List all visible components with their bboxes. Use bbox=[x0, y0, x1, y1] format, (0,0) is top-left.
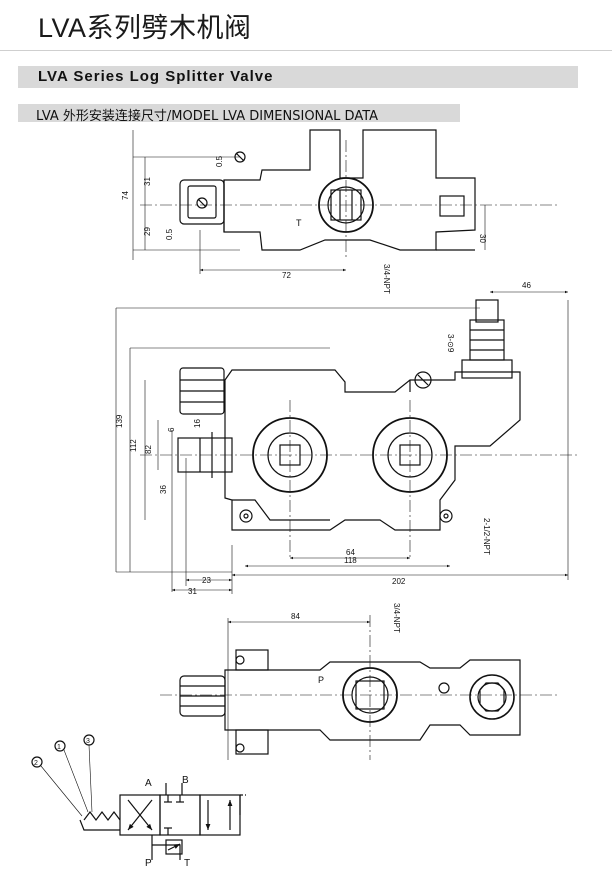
bottom-view-labels: 84 3/4-NPT P bbox=[291, 603, 401, 685]
port-b-label: B bbox=[182, 775, 189, 786]
front-view-labels: 46 3-⊙9 139 112 82 16 6 36 64 118 202 23… bbox=[115, 281, 531, 596]
dim-6: 6 bbox=[167, 427, 176, 432]
dim-82: 82 bbox=[144, 445, 153, 454]
dim-202: 202 bbox=[392, 577, 406, 586]
section-title: LVA Series Log Splitter Valve bbox=[38, 68, 274, 85]
front-view bbox=[115, 290, 580, 594]
dim-74: 74 bbox=[121, 191, 130, 200]
callout-1: 1 bbox=[57, 744, 61, 751]
port-t-label: T bbox=[184, 858, 190, 869]
callout-3: 3 bbox=[86, 738, 90, 745]
npt-note-bottom: 3/4-NPT bbox=[392, 603, 401, 633]
dim-64: 64 bbox=[346, 548, 355, 557]
port-p-label: P bbox=[145, 858, 152, 869]
subsection-header: LVA 外形安装连接尺寸/MODEL LVA DIMENSIONAL DATA bbox=[18, 104, 460, 124]
dim-36: 36 bbox=[159, 485, 168, 494]
dim-29: 29 bbox=[143, 227, 152, 236]
dim-30: 30 bbox=[478, 234, 487, 243]
dim-31-front: 31 bbox=[188, 587, 197, 596]
npt-note-front: 2-1/2-NPT bbox=[482, 518, 491, 555]
dim-72: 72 bbox=[282, 271, 291, 280]
port-label-t: T bbox=[296, 218, 302, 228]
callout-2: 2 bbox=[34, 760, 38, 767]
hydraulic-schematic bbox=[31, 734, 246, 860]
top-view-labels: 74 31 29 0.5 0.5 30 72 T 3/4-NPT bbox=[121, 155, 487, 294]
dim-16: 16 bbox=[193, 419, 202, 428]
title-divider bbox=[0, 50, 612, 51]
schematic-labels: A B P T 1 2 3 bbox=[34, 738, 190, 869]
dim-0-5-a: 0.5 bbox=[215, 155, 224, 167]
port-a-label: A bbox=[145, 778, 152, 789]
dim-112: 112 bbox=[129, 439, 138, 452]
dim-118: 118 bbox=[344, 556, 357, 565]
dim-46: 46 bbox=[522, 281, 531, 290]
dim-0-5-b: 0.5 bbox=[165, 228, 174, 240]
dim-139: 139 bbox=[115, 414, 124, 428]
top-view bbox=[132, 129, 560, 274]
port-label-p: P bbox=[318, 675, 324, 685]
dim-23: 23 bbox=[202, 576, 211, 585]
section-header: LVA Series Log Splitter Valve bbox=[18, 66, 578, 88]
page-title: LVA系列劈木机阀 bbox=[38, 13, 252, 43]
dim-31: 31 bbox=[143, 177, 152, 186]
subsection-title: LVA 外形安装连接尺寸/MODEL LVA DIMENSIONAL DATA bbox=[36, 109, 379, 124]
bottom-view bbox=[160, 615, 560, 760]
dim-3-9: 3-⊙9 bbox=[446, 334, 455, 353]
dim-84: 84 bbox=[291, 612, 300, 621]
npt-note: 3/4-NPT bbox=[382, 264, 391, 294]
